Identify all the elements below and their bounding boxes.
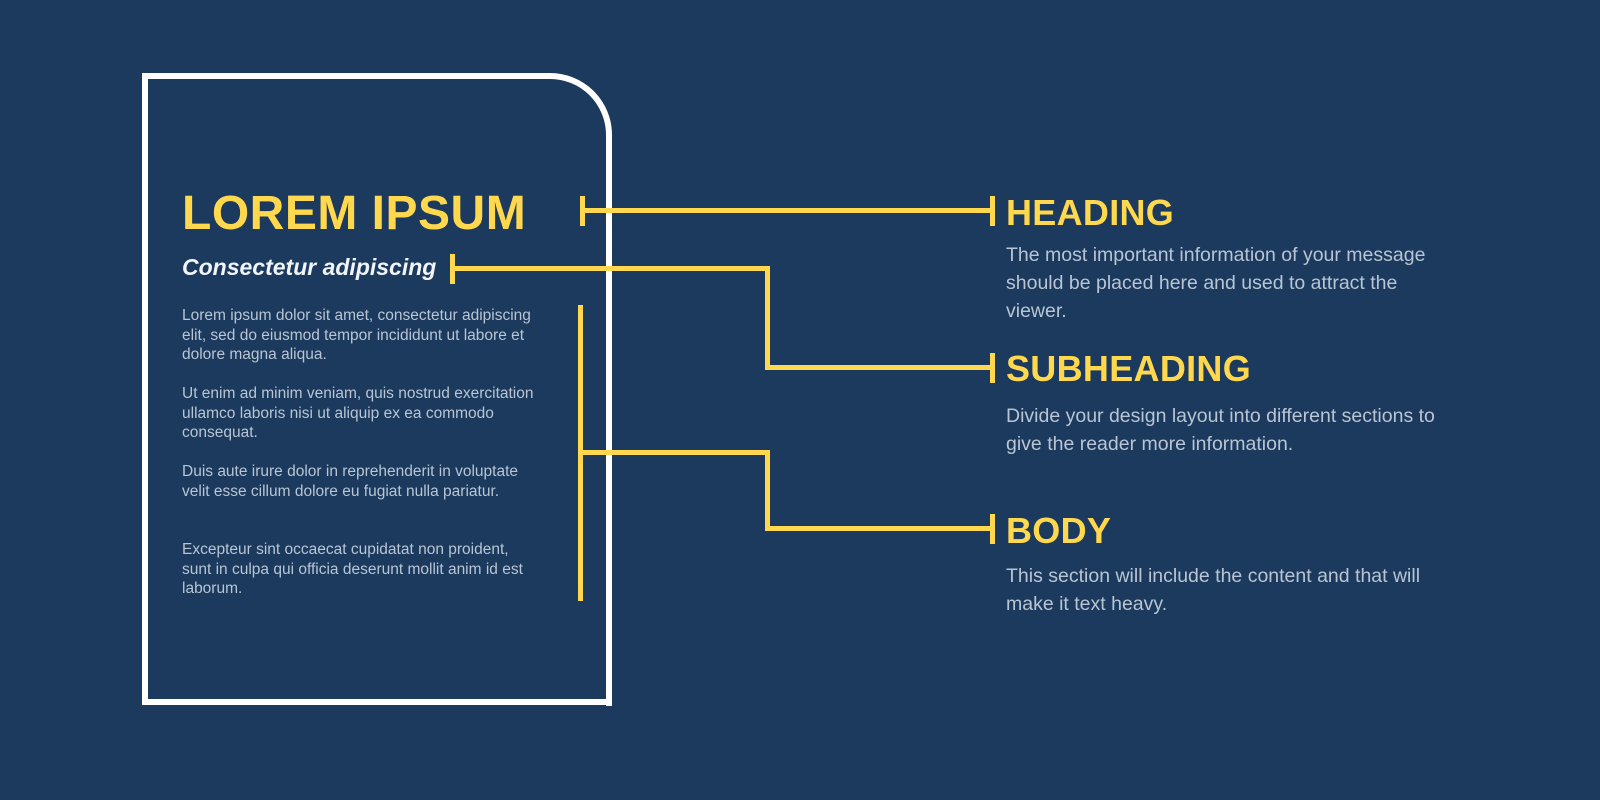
- section-heading-2: SUBHEADING: [1006, 348, 1252, 389]
- section-description-3: This section will include the content an…: [1006, 565, 1421, 615]
- page-title: LOREM IPSUM: [182, 187, 527, 240]
- connector-body-line-b: [765, 450, 770, 528]
- panel-frame-right-edge: [606, 140, 612, 706]
- connector-subheading-line-b: [765, 266, 770, 370]
- connector-body-line-c: [765, 526, 994, 531]
- body-paragraph-3: Duis aute irure dolor in reprehenderit i…: [182, 463, 519, 500]
- section-description-1: The most important information of your m…: [1006, 244, 1426, 322]
- section-heading-3: BODY: [1006, 510, 1112, 551]
- connector-body-line-a: [578, 450, 770, 455]
- body-paragraph-2: Ut enim ad minim veniam, quis nostrud ex…: [182, 385, 534, 441]
- connector-subheading-line-c: [765, 365, 994, 370]
- connector-heading-line: [580, 208, 994, 213]
- section-description-2: Divide your design layout into different…: [1006, 405, 1435, 455]
- connector-subheading-end-cap: [990, 353, 995, 383]
- body-paragraph-4: Excepteur sint occaecat cupidatat non pr…: [182, 541, 523, 597]
- connector-subheading-line-a: [450, 266, 770, 271]
- body-paragraph-1: Lorem ipsum dolor sit amet, consectetur …: [182, 307, 531, 363]
- connector-heading-end-cap: [990, 196, 995, 226]
- connector-body-end-cap: [990, 514, 995, 544]
- section-heading-1: HEADING: [1006, 192, 1175, 233]
- page-subtitle: Consectetur adipiscing: [182, 254, 437, 280]
